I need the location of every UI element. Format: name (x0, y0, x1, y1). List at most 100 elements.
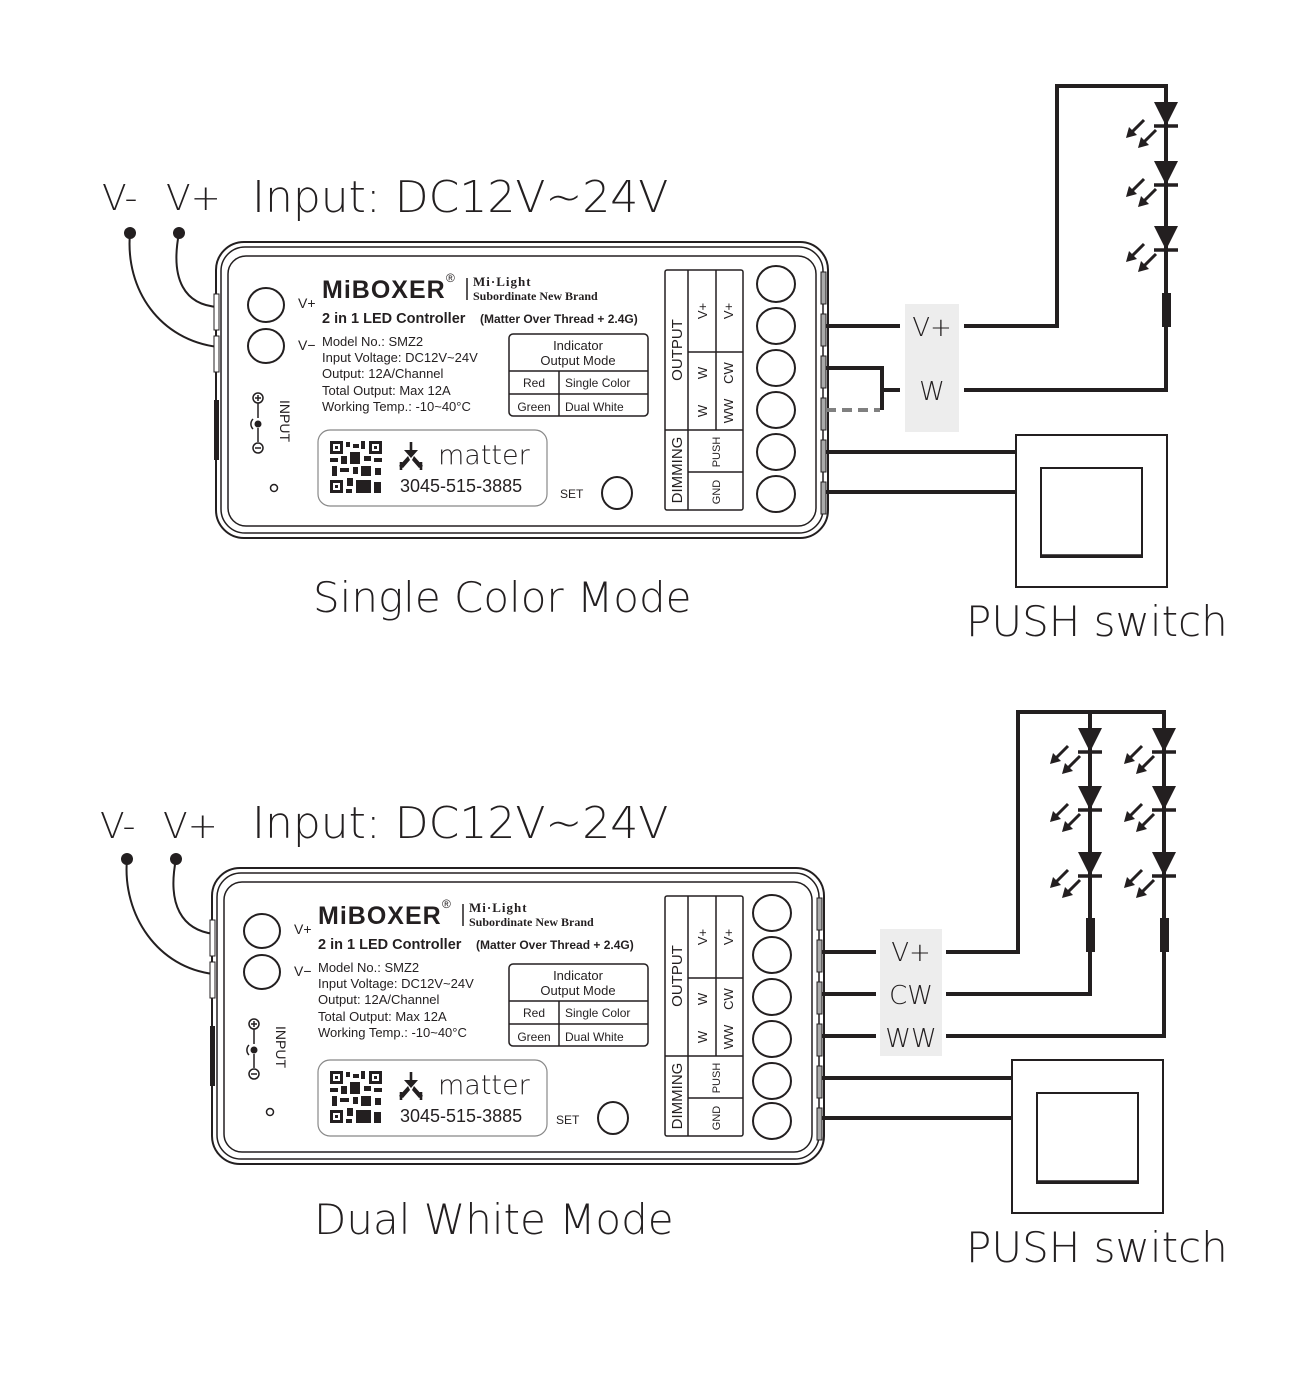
out-col1-w: W (695, 992, 710, 1005)
dimming-header: DIMMING (669, 1063, 686, 1130)
dim-gnd-pin: GND (711, 480, 723, 505)
output-label-w: W (919, 377, 945, 407)
led-icon (1048, 784, 1104, 834)
led-icon (1048, 850, 1104, 900)
input-voltage-label: Input: DC12V~24V (252, 798, 668, 849)
led-icon (1124, 100, 1180, 150)
input-voltage-label: Input: DC12V~24V (252, 172, 668, 223)
input-port-label: INPUT (277, 400, 293, 442)
out-col1-vplus: V+ (695, 929, 710, 945)
dim-gnd-pin: GND (711, 1106, 723, 1131)
indicator-table: Indicator Output Mode Red Single Color G… (508, 963, 649, 1047)
push-switch-label: PUSH switch (966, 597, 1228, 646)
out-col1-w2: W (695, 404, 710, 417)
indicator-red: Red (523, 376, 545, 390)
spec-output: Output: 12A/Channel (318, 992, 440, 1007)
controller-body (209, 867, 825, 1165)
indicator-green: Green (517, 400, 550, 414)
indicator-header-2: Output Mode (540, 353, 615, 368)
input-wire-vplus (175, 232, 219, 308)
indicator-header-1: Indicator (553, 338, 604, 353)
registered-mark: ® (442, 897, 451, 911)
spec-model: Model No.: SMZ2 (322, 334, 423, 349)
set-button[interactable] (597, 1101, 629, 1135)
terminal-screw (756, 349, 796, 387)
led-strip-ww (1122, 726, 1178, 900)
led-icon (1124, 224, 1180, 274)
led-icon (1122, 726, 1178, 776)
controller-title: 2 in 1 LED Controller (322, 311, 466, 327)
terminal-vplus-label: V+ (166, 178, 221, 219)
output-label-box (905, 304, 959, 432)
output-header: OUTPUT (669, 945, 686, 1007)
spec-working-temp: Working Temp.: -10~40°C (318, 1025, 467, 1040)
output-header: OUTPUT (669, 319, 686, 381)
matter-logo-icon (399, 1072, 423, 1100)
output-label-box (880, 929, 942, 1056)
matter-wordmark: matter (438, 440, 531, 471)
resistor-icon (1086, 918, 1095, 952)
output-label-vplus: V+ (912, 313, 952, 343)
out-col2-ww: WW (721, 398, 736, 423)
input-terminal-vminus (243, 954, 281, 990)
wire-ww (822, 950, 1166, 1038)
set-button[interactable] (601, 476, 633, 510)
spec-input-voltage: Input Voltage: DC12V~24V (318, 976, 474, 991)
wire-push-switch (822, 1076, 1012, 1120)
wire-cw (822, 950, 1092, 996)
out-col2-cw: CW (721, 987, 736, 1009)
input-terminal-vplus (243, 913, 281, 949)
controller-body (213, 241, 829, 539)
terminal-screw (752, 978, 792, 1016)
wire-vplus (822, 710, 1166, 954)
push-switch-frame (1015, 434, 1168, 588)
out-col2-cw: CW (721, 361, 736, 383)
vplus-pin-label: V+ (294, 921, 312, 937)
terminal-screw (756, 391, 796, 429)
out-col2-vplus: V+ (721, 929, 736, 945)
indicator-led (265, 1107, 275, 1117)
vplus-pin-label: V+ (298, 295, 316, 311)
terminal-screw (752, 1062, 792, 1100)
terminal-screw (756, 307, 796, 345)
sub-brand-line2: Subordinate New Brand (473, 289, 598, 303)
terminal-screw (752, 1102, 792, 1140)
matter-pairing-code: 3045-515-3885 (400, 1106, 522, 1126)
led-icon (1124, 159, 1180, 209)
input-wire-vplus (172, 858, 215, 935)
terminal-table: OUTPUT V+ V+ W CW W WW DIMMING PUSH GND (664, 895, 744, 1137)
sub-brand-line1: Mi·Light (469, 900, 528, 915)
indicator-dual-white: Dual White (565, 400, 624, 414)
indicator-red: Red (523, 1006, 545, 1020)
diagram-single-color: V- V+ Input: DC12V~24V V+ V− (102, 84, 1228, 646)
mode-title: Dual White Mode (314, 1195, 674, 1244)
input-wire-vminus (125, 858, 215, 975)
output-label-cw: CW (889, 981, 933, 1011)
brand-logo: MiBOXER (318, 902, 442, 930)
led-icon (1122, 784, 1178, 834)
diagram-dual-white: V- V+ Input: DC12V~24V V+ V− MiBOXER ® (100, 710, 1228, 1272)
led-icon (1048, 726, 1104, 776)
brand-logo: MiBOXER (322, 276, 446, 304)
dimming-header: DIMMING (669, 437, 686, 504)
spec-output: Output: 12A/Channel (322, 366, 444, 381)
controller-title-suffix: (Matter Over Thread + 2.4G) (476, 938, 634, 952)
matter-panel: matter 3045-515-3885 (317, 429, 548, 507)
dim-push-pin: PUSH (711, 1063, 723, 1094)
set-label: SET (556, 1113, 580, 1127)
wire-vplus (826, 84, 1168, 328)
terminal-screw (756, 433, 796, 471)
indicator-green: Green (517, 1030, 550, 1044)
terminal-screw (756, 475, 796, 513)
terminal-screw (752, 1020, 792, 1058)
matter-wordmark: matter (438, 1070, 531, 1101)
input-terminal-vminus (247, 328, 285, 364)
out-col2-ww: WW (721, 1024, 736, 1049)
terminal-screw (752, 894, 792, 932)
matter-panel: matter 3045-515-3885 (317, 1059, 548, 1137)
mode-title: Single Color Mode (313, 573, 691, 622)
push-switch-button (1040, 467, 1143, 558)
vminus-pin-label: V− (298, 337, 316, 353)
indicator-single-color: Single Color (565, 376, 630, 390)
indicator-single-color: Single Color (565, 1006, 630, 1020)
